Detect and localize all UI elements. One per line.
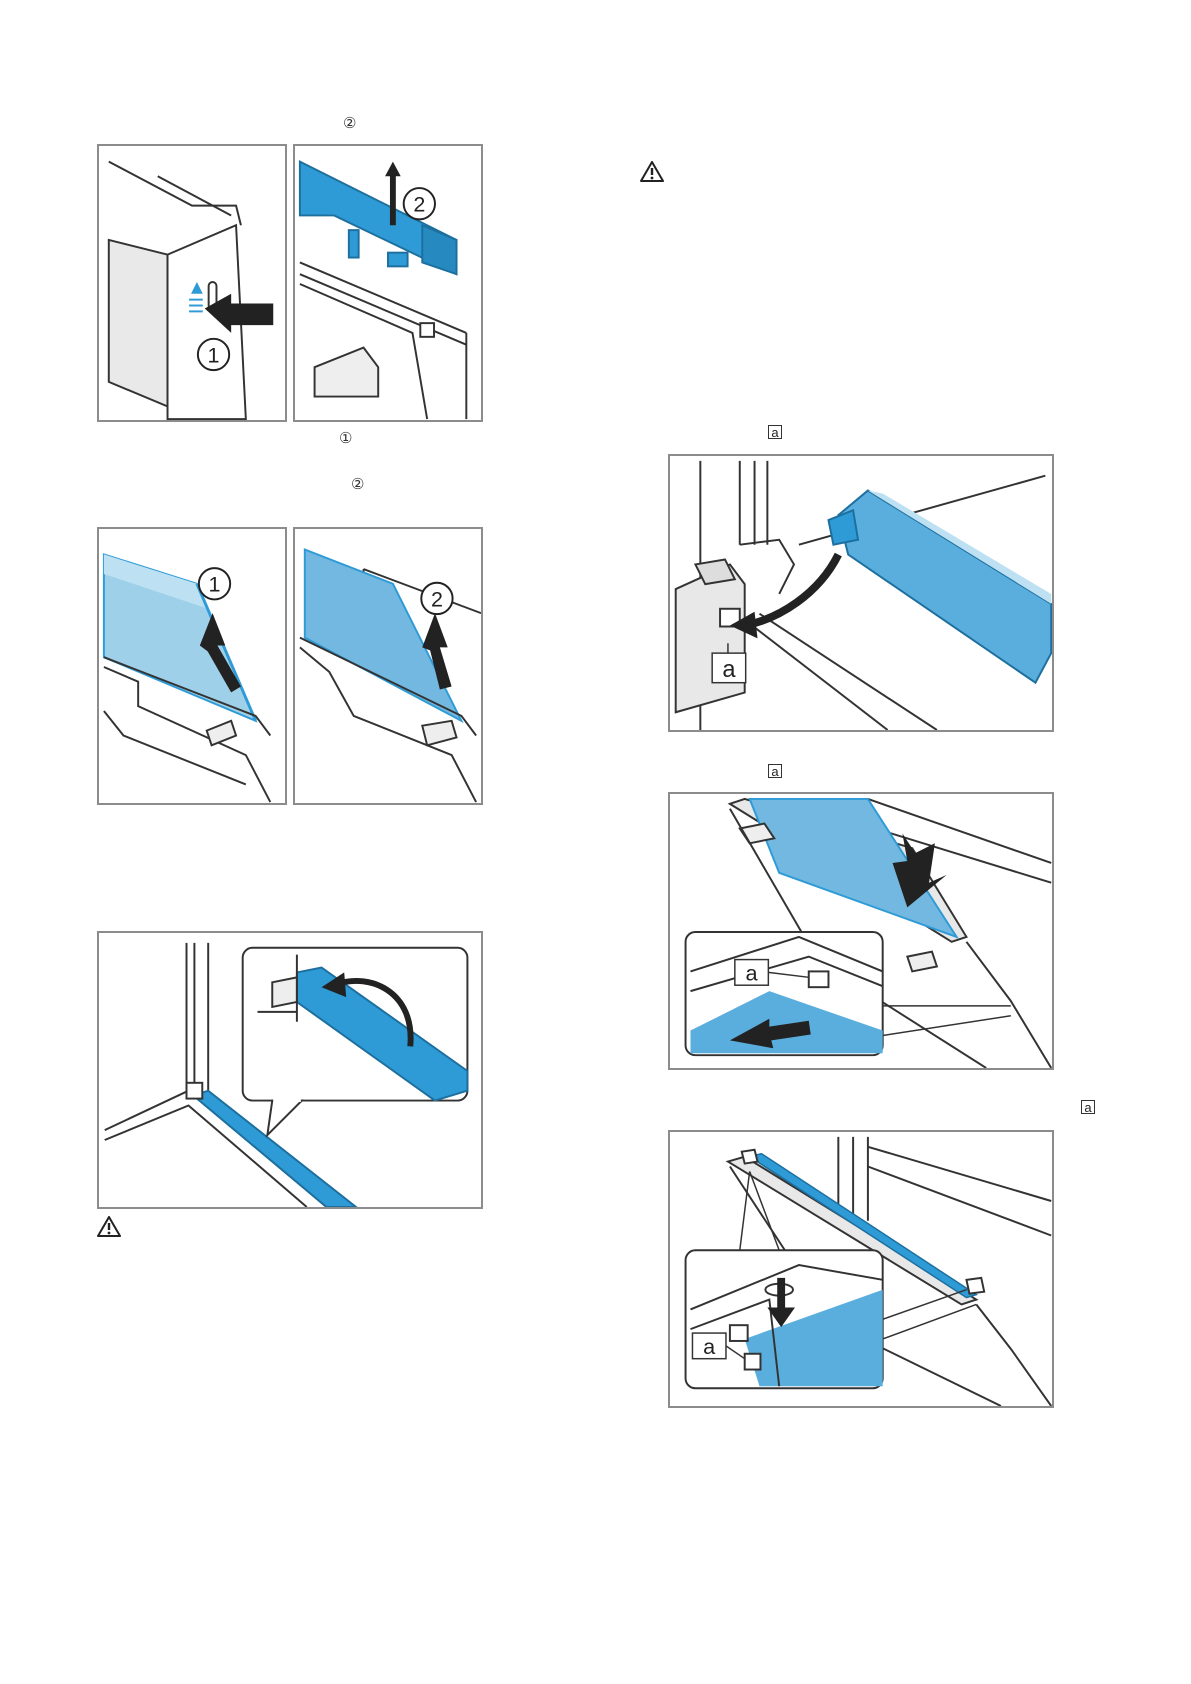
figure-snap-seal: a [668, 1130, 1054, 1408]
step-callout-1-mid: ① [339, 430, 352, 448]
figure-insert-seal: a [668, 454, 1054, 732]
figure-number-2: 2 [431, 587, 443, 611]
step-callout-2-mid: ② [351, 476, 364, 494]
figure-press-release-button: 1 [97, 144, 287, 422]
label-a-callout: a [768, 764, 782, 778]
figure-insert-pane: a [668, 792, 1054, 1070]
step-callout-2-top: ② [343, 115, 356, 133]
label-a-callout: a [1081, 1100, 1095, 1114]
figure-lift-cover: 2 [293, 144, 483, 422]
label-a-callout: a [768, 425, 782, 439]
warning-icon [97, 1216, 121, 1237]
label-a: a [703, 1334, 716, 1359]
figure-number-1: 1 [208, 343, 220, 367]
warning-icon [640, 161, 664, 182]
label-a: a [722, 657, 736, 683]
figure-number-2: 2 [413, 193, 425, 217]
figure-clip-removal [97, 931, 483, 1209]
figure-remove-pane-1: 1 [97, 527, 287, 805]
figure-number-1: 1 [209, 573, 221, 597]
figure-remove-pane-2: 2 [293, 527, 483, 805]
label-a: a [746, 960, 759, 985]
